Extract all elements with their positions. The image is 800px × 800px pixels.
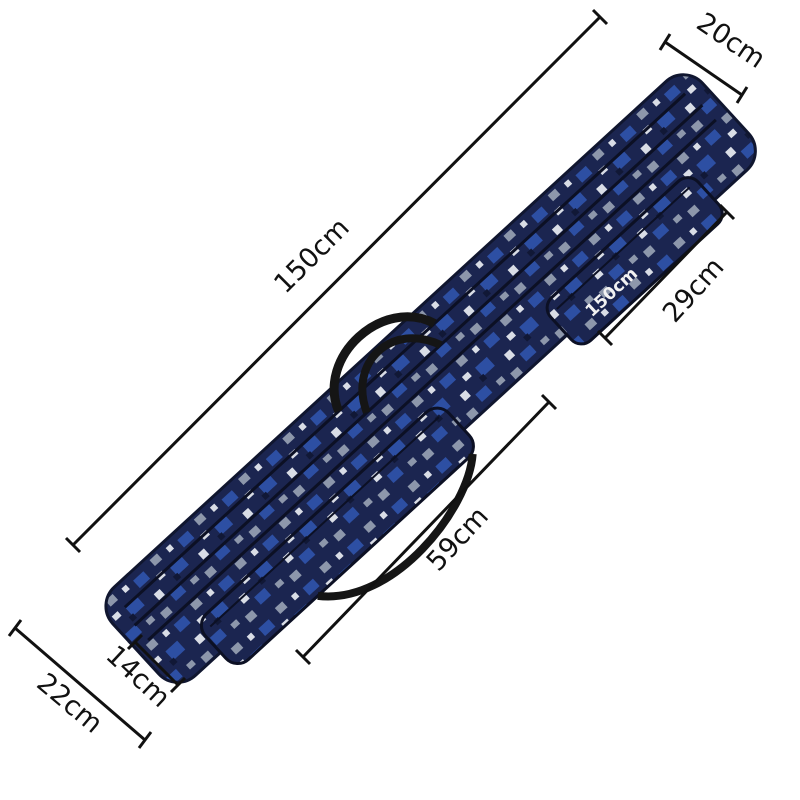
zipper-line <box>133 104 704 627</box>
dim-line-59 <box>294 393 558 666</box>
small-pocket <box>545 176 724 346</box>
dim-label-width-bottom: 22cm <box>31 667 109 739</box>
fishing-rod-bag: 150cm <box>104 73 757 684</box>
shoulder-strap <box>317 453 477 601</box>
pocket-zipper <box>209 416 440 628</box>
pocket-zipper <box>556 186 691 310</box>
bag-body <box>104 73 757 684</box>
dim-line-22 <box>7 619 153 749</box>
dim-label-width-top: 20cm <box>691 7 771 75</box>
large-pocket <box>199 406 475 666</box>
zipper-line <box>123 92 687 609</box>
carry-handle <box>329 312 437 414</box>
dim-line-14 <box>126 633 187 694</box>
dimension-lines <box>7 8 749 749</box>
dim-line-150 <box>64 8 609 554</box>
dim-label-length: 150cm <box>268 212 355 299</box>
zipper-line <box>147 118 717 642</box>
carry-handle <box>358 334 443 414</box>
dim-line-20 <box>658 33 749 104</box>
dim-line-29 <box>596 203 736 347</box>
